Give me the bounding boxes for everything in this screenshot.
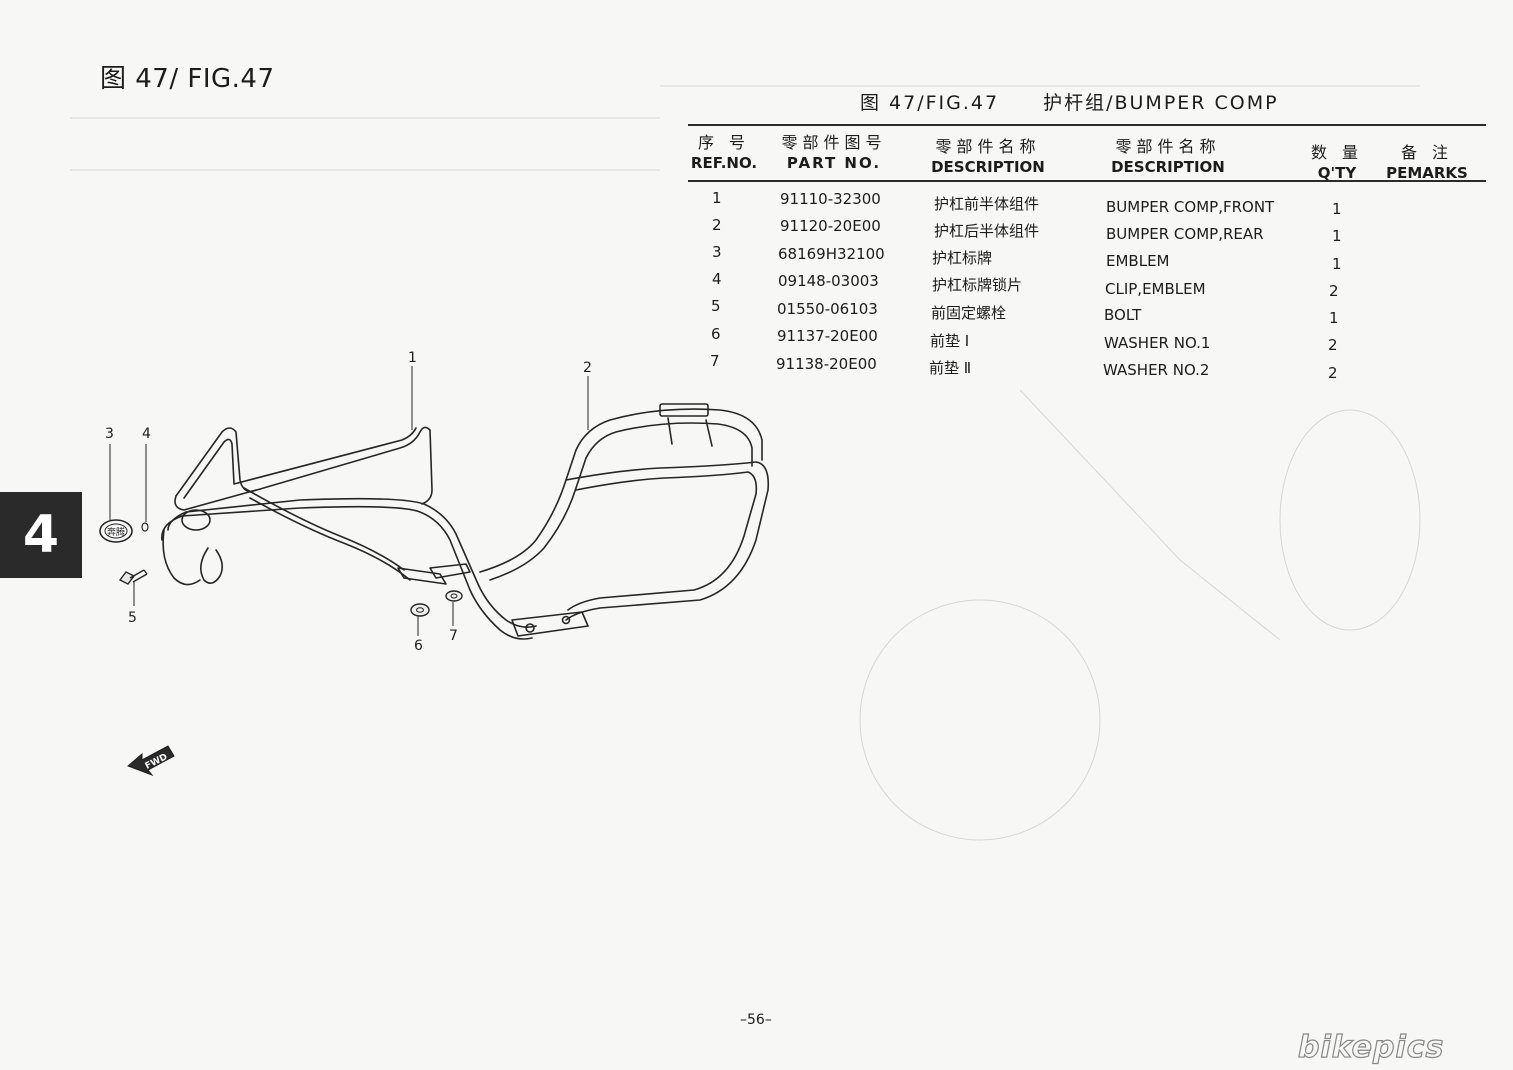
table-header-rule <box>688 180 1486 182</box>
cell-ref: 5 <box>711 297 721 315</box>
cell-desc-en: BUMPER COMP,REAR <box>1106 225 1264 243</box>
clip-emblem-part <box>141 522 149 532</box>
callout-2: 2 <box>583 360 592 376</box>
cell-desc-en: WASHER NO.1 <box>1104 334 1211 352</box>
cell-ref: 7 <box>710 352 720 370</box>
cell-qty: 1 <box>1332 200 1342 218</box>
table-top-rule <box>688 124 1486 126</box>
bleed-through-traces <box>70 85 1421 841</box>
washer-no2-part <box>445 590 463 602</box>
cell-part-no: 01550-06103 <box>777 300 878 318</box>
cell-part-no: 91138-20E00 <box>776 355 877 373</box>
cell-desc-cn: 护杠标牌锁片 <box>932 276 1023 294</box>
cell-ref: 3 <box>712 243 722 261</box>
cell-desc-cn: 前垫 Ⅱ <box>929 359 972 377</box>
emblem-part: 奔腾 <box>99 519 133 543</box>
cell-desc-cn: 前固定螺栓 <box>931 304 1007 322</box>
cell-qty: 1 <box>1332 227 1342 245</box>
cell-ref: 4 <box>712 270 722 288</box>
cell-desc-en: BUMPER COMP,FRONT <box>1106 198 1275 216</box>
watermark-logo: bikepics <box>1297 1029 1445 1065</box>
cell-ref: 1 <box>712 189 722 207</box>
table-title: 图 47/FIG.47 护杆组/BUMPER COMP <box>860 88 1279 115</box>
cell-desc-en: WASHER NO.2 <box>1103 361 1210 379</box>
callout-3: 3 <box>105 426 114 442</box>
page-number: –56– <box>740 1012 772 1028</box>
fwd-arrow-icon: FWD <box>127 745 175 777</box>
cell-qty: 2 <box>1328 364 1338 382</box>
washer-no1-part <box>410 603 430 617</box>
cell-desc-en: BOLT <box>1104 306 1142 324</box>
cell-desc-cn: 护杠后半体组件 <box>934 222 1040 240</box>
page-title: 图 47/ FIG.47 <box>100 64 275 94</box>
callout-6: 6 <box>414 638 423 654</box>
bolt-part <box>118 569 148 585</box>
cell-qty: 2 <box>1328 336 1338 354</box>
cell-part-no: 91120-20E00 <box>780 217 881 235</box>
callout-numbers: 1 2 3 4 5 6 7 <box>105 350 592 654</box>
callout-leader-lines <box>109 366 589 636</box>
cell-part-no: 91137-20E00 <box>777 327 878 345</box>
callout-5: 5 <box>128 610 137 626</box>
cell-desc-en: EMBLEM <box>1106 252 1170 270</box>
callout-7: 7 <box>449 628 458 644</box>
table-comp-label: 护杆组/BUMPER COMP <box>1043 92 1279 114</box>
emblem-logo-text: 奔腾 <box>107 526 125 538</box>
bumper-front-part <box>161 426 537 640</box>
cell-part-no: 91110-32300 <box>780 190 881 208</box>
callout-1: 1 <box>408 350 417 366</box>
cell-desc-cn: 护杠前半体组件 <box>934 195 1040 213</box>
cell-desc-en: CLIP,EMBLEM <box>1105 280 1206 298</box>
bumper-rear-part <box>479 403 770 637</box>
cell-desc-cn: 护杠标牌 <box>932 249 993 267</box>
cell-qty: 1 <box>1332 255 1342 273</box>
callout-4: 4 <box>142 426 151 442</box>
cell-desc-cn: 前垫 Ⅰ <box>930 332 970 350</box>
cell-part-no: 68169H32100 <box>778 245 885 263</box>
cell-qty: 2 <box>1329 282 1339 300</box>
cell-qty: 1 <box>1329 309 1339 327</box>
table-fig-label: 图 47/FIG.47 <box>860 92 1000 114</box>
cell-ref: 2 <box>712 216 722 234</box>
cell-ref: 6 <box>711 325 721 343</box>
section-tab: 4 <box>0 492 82 578</box>
cell-part-no: 09148-03003 <box>778 272 879 290</box>
